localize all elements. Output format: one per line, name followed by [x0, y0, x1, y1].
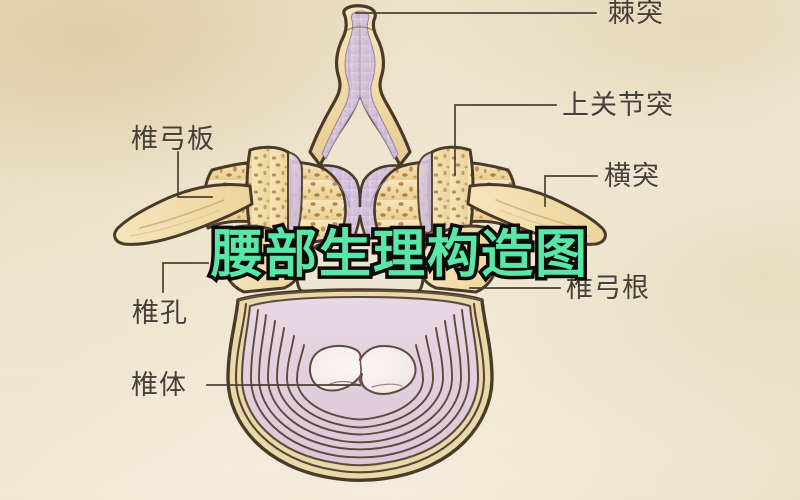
transverse-process-right	[466, 183, 607, 246]
figure-title: 腰部生理构造图	[186, 224, 614, 286]
spinous-process-shape	[308, 4, 412, 167]
leader-vertebral-foramen	[162, 262, 209, 293]
pedicle-right	[418, 224, 500, 294]
label-vertebral-body: 椎体	[131, 370, 187, 401]
superior-articular-process-right	[417, 145, 475, 237]
leader-lines	[162, 12, 598, 386]
vertebral-arch-cartilage	[316, 164, 404, 254]
label-pedicle: 椎弓根	[566, 273, 650, 304]
leader-transverse-process	[544, 175, 598, 207]
label-vertebral-foramen: 椎孔	[132, 298, 188, 329]
label-transverse-process: 横突	[604, 161, 660, 192]
transverse-process-left	[113, 183, 254, 246]
pedicle-left	[220, 224, 302, 294]
label-superior-articular-process: 上关节突	[562, 90, 674, 121]
label-lamina: 椎弓板	[131, 124, 215, 155]
superior-articular-process-left	[245, 145, 303, 237]
vertebral-body-shape	[226, 288, 494, 482]
figure-title-text: 腰部生理构造图	[207, 225, 590, 285]
leader-lamina	[177, 151, 213, 198]
label-spinous-process: 棘突	[608, 0, 664, 29]
leader-superior-articular-process	[454, 104, 557, 176]
